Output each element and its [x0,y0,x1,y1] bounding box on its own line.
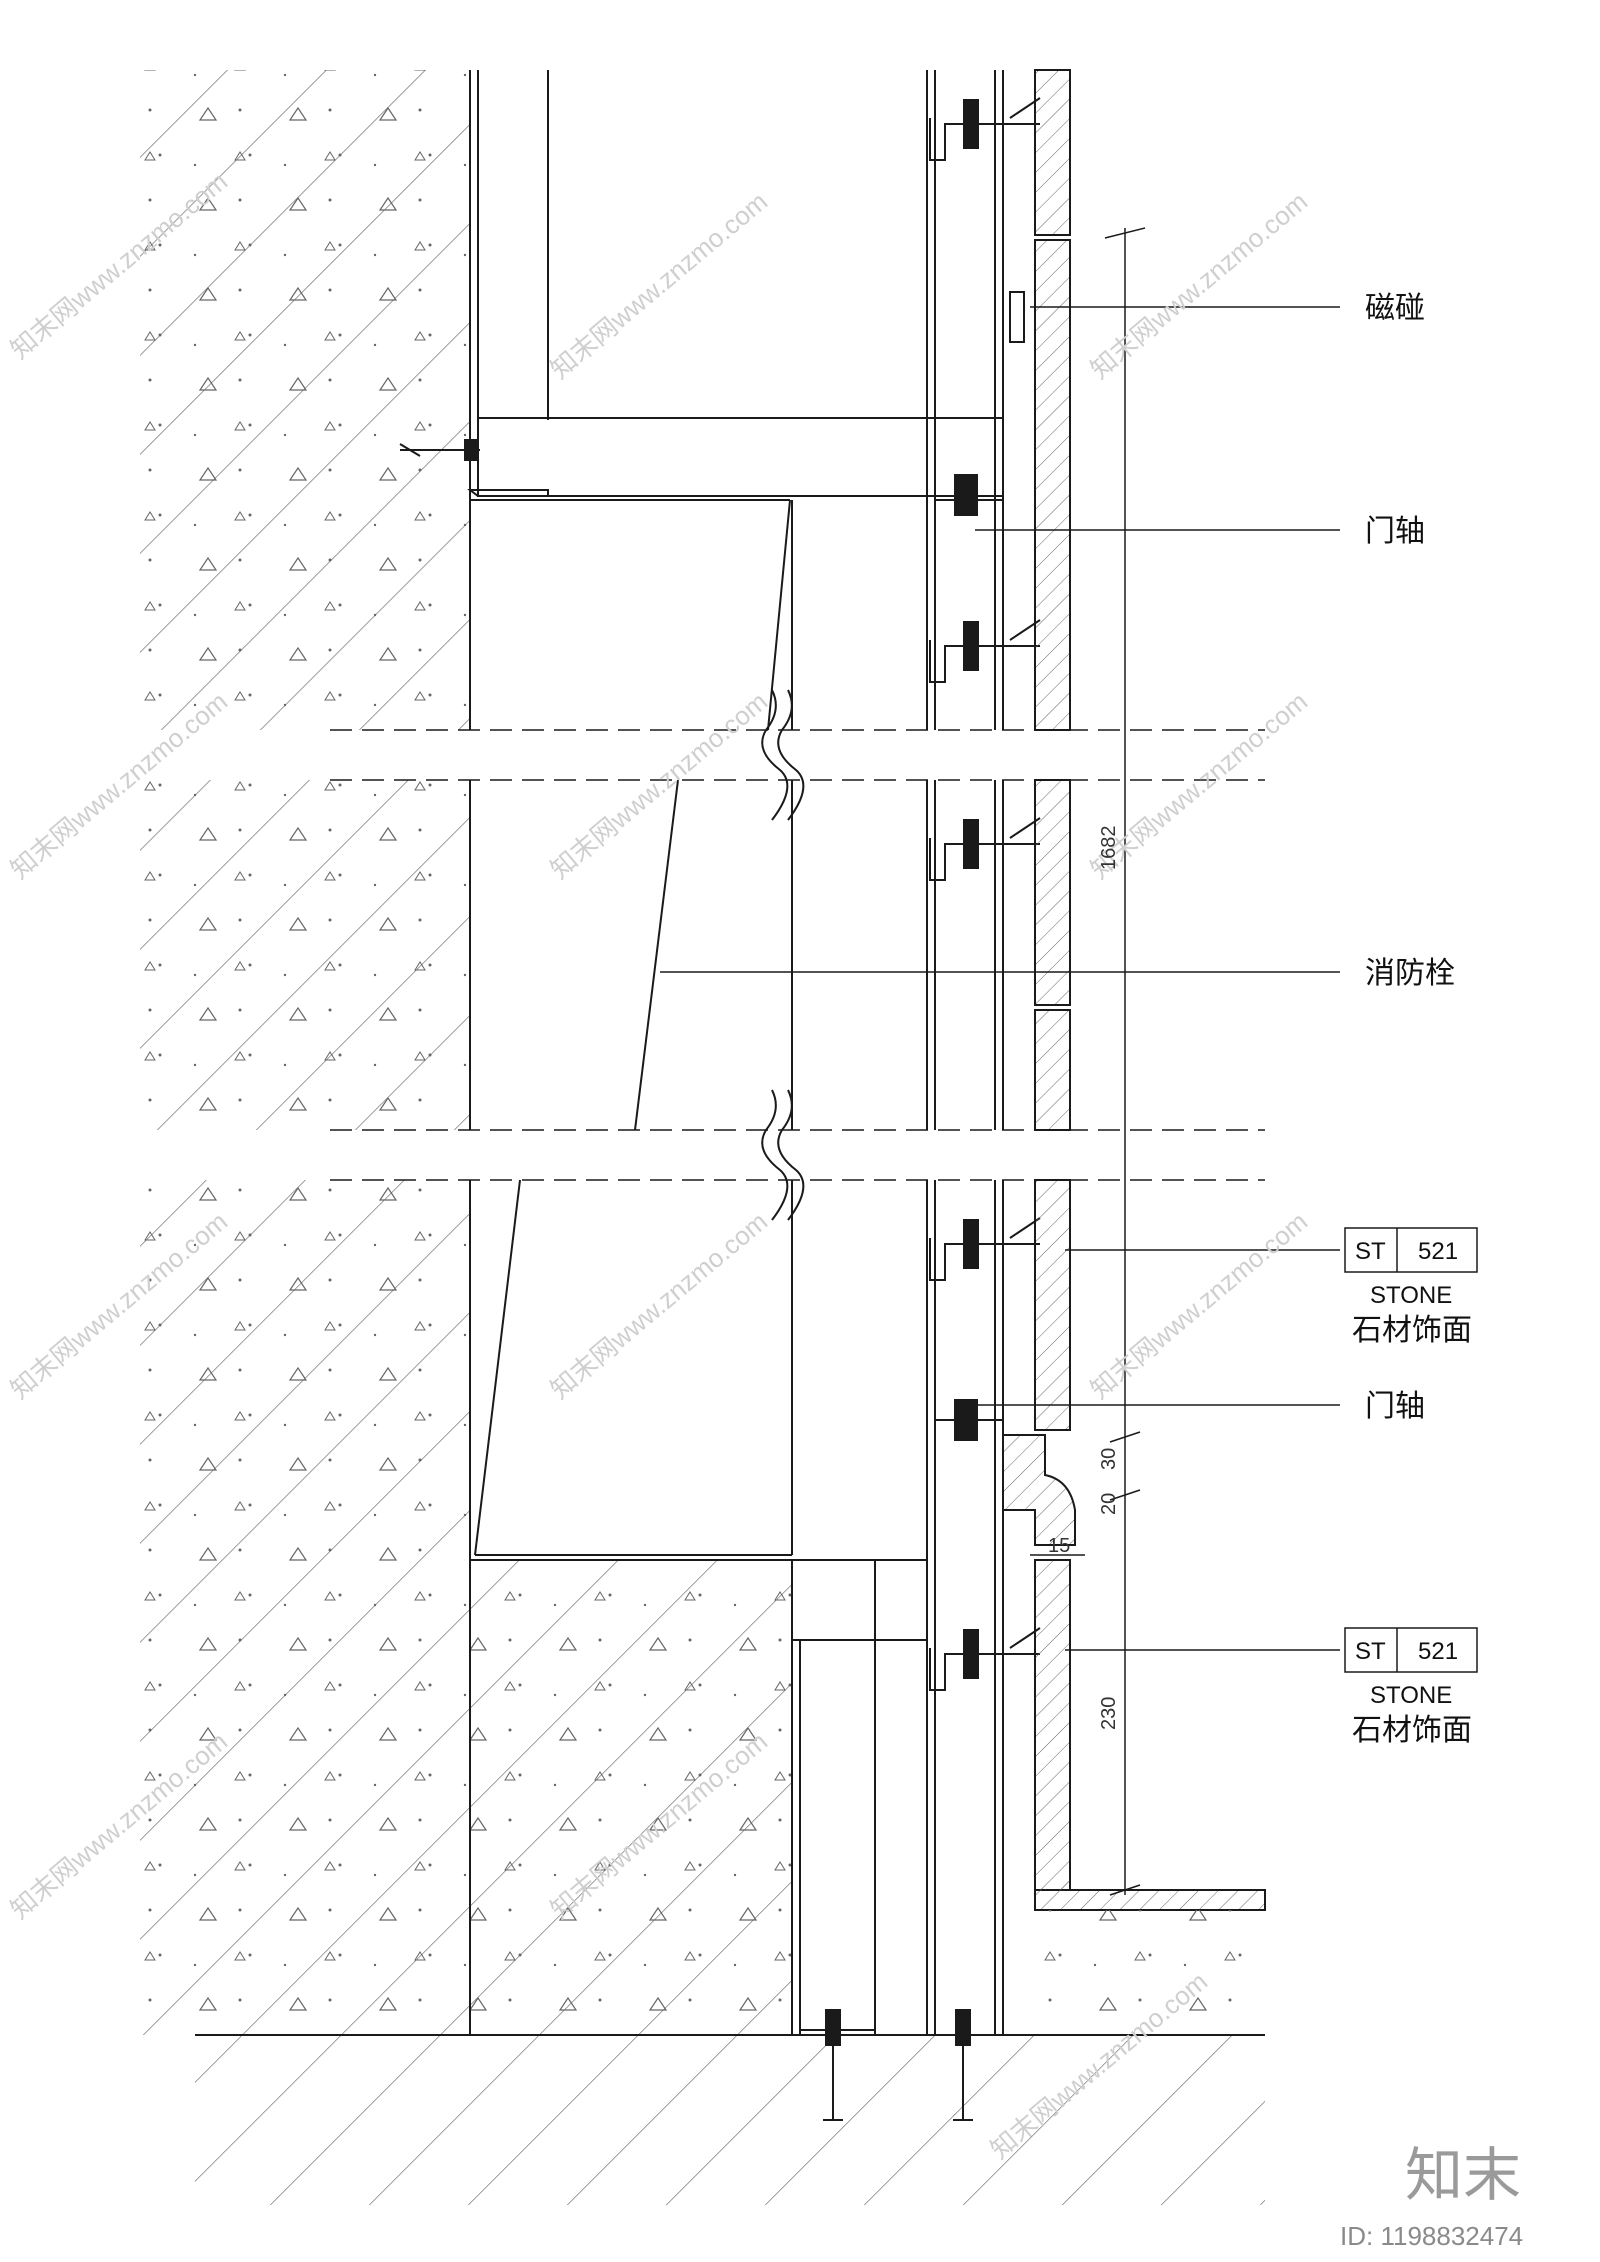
tag-name-en: STONE [1370,1682,1452,1709]
break-lines [330,729,1265,1181]
brand-id: ID: 1198832474 [1340,2221,1523,2251]
steel-posts [926,70,1004,2035]
lower-frame [791,1559,928,2035]
hydrant-cabinet [474,499,793,1556]
dimension-15: 15 [1048,1535,1070,1557]
hinge-assemblies [935,474,1003,1441]
label-hydrant: 消防栓 [1365,956,1455,991]
left-wall [140,70,470,2035]
label-hinge-bottom: 门轴 [1365,1389,1425,1424]
tag-number: 521 [1418,1638,1458,1665]
tag-number: 521 [1418,1238,1458,1265]
floor-slab [195,1910,1265,2205]
dimension-30: 30 [1098,1448,1120,1470]
watermark: 知末网www.znzmo.com [545,1206,773,1404]
lower-infill [469,1559,793,2036]
tag-code: ST [1355,1238,1386,1265]
label-magnet: 磁碰 [1365,291,1425,326]
anchor-bolt-top [399,439,480,461]
break-symbols [761,689,805,1221]
floor-anchors [823,2009,973,2121]
material-tag-2: ST 521 STONE 石材饰面 [1344,1627,1478,1748]
top-frame [467,417,1004,501]
dimension-line [1030,227,1146,1896]
label-hinge-top: 门轴 [1365,514,1425,549]
watermark: 知末网www.znzmo.com [1085,1206,1313,1404]
stone-cladding [1002,69,1266,1911]
bracket-clips [929,97,1041,1691]
dimension-230: 230 [1098,1697,1120,1730]
tag-name-cn: 石材饰面 [1352,1313,1472,1348]
watermark: 知末网www.znzmo.com [545,186,773,384]
tag-name-en: STONE [1370,1282,1452,1309]
dimension-20: 20 [1098,1493,1120,1515]
watermark: 知末网www.znzmo.com [1085,186,1313,384]
tag-name-cn: 石材饰面 [1352,1713,1472,1748]
watermark: 知末网www.znzmo.com [545,686,773,884]
material-tag-1: ST 521 STONE 石材饰面 [1344,1227,1478,1348]
dimension-overall: 1682 [1098,826,1120,871]
brand-logo: 知末 [1405,2141,1521,2209]
tag-code: ST [1355,1638,1386,1665]
leader-lines [660,306,1340,1651]
